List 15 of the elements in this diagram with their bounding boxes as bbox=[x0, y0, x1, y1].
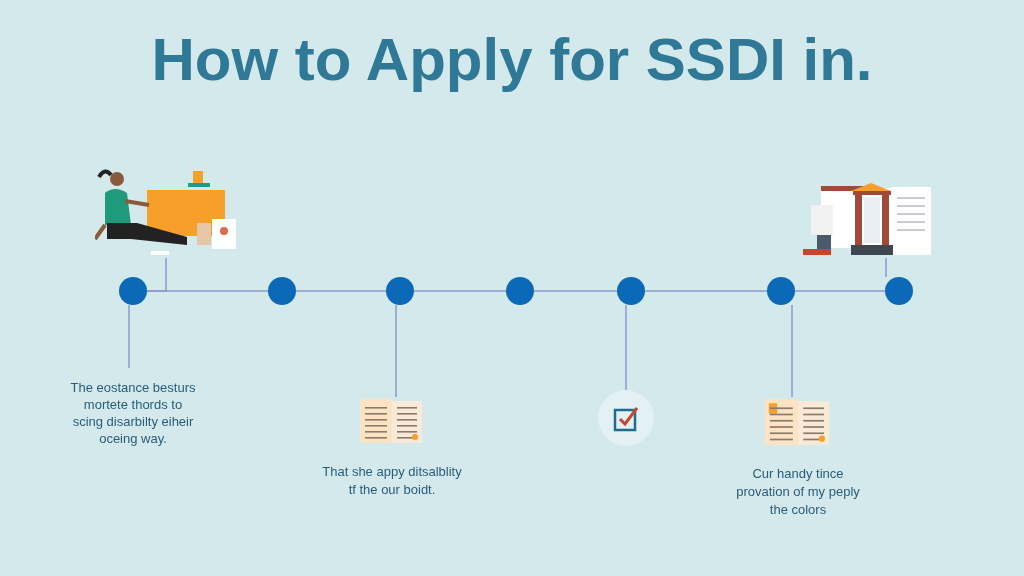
connector-line bbox=[413, 290, 507, 292]
connector-line bbox=[791, 304, 793, 398]
connector-line bbox=[644, 290, 768, 292]
title: How to Apply for SSDI in. bbox=[150, 25, 874, 95]
connector-line bbox=[533, 290, 618, 292]
step-description: That she appy ditsalblity tf the our boidt. bbox=[322, 463, 462, 499]
connector-line bbox=[128, 304, 130, 369]
connector-line bbox=[794, 290, 886, 292]
connector-line bbox=[885, 257, 887, 278]
connector-line bbox=[395, 304, 397, 398]
step-description: Cur handy tince provation of my peply the colors bbox=[735, 465, 861, 519]
step-description: The eostance besturs mortete thords to scing disarbilty eiheir oceing way. bbox=[70, 379, 196, 447]
connector-line bbox=[625, 304, 627, 391]
connector-line bbox=[146, 257, 167, 292]
connector-line bbox=[295, 290, 387, 292]
